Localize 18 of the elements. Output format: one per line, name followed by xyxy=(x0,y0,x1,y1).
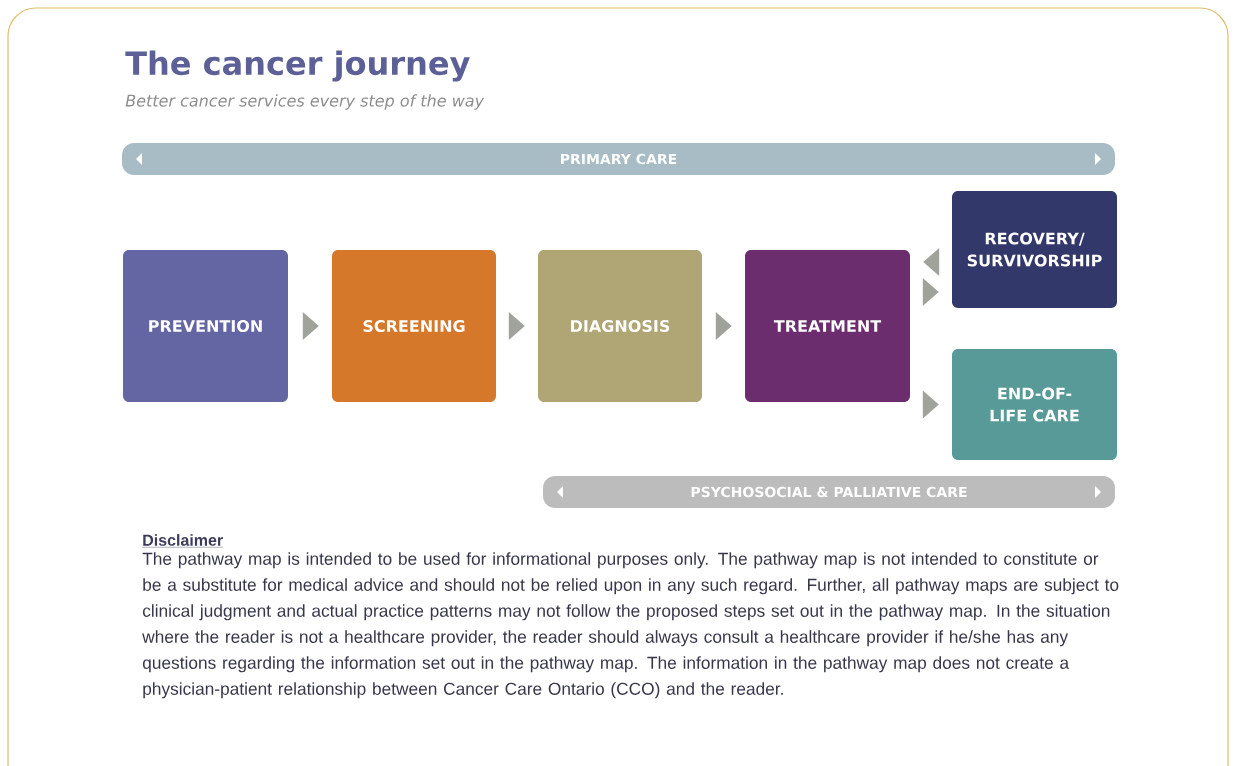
step-box: RECOVERY/ SURVIVORSHIP xyxy=(952,191,1117,308)
chevron-arrow xyxy=(923,248,940,276)
chevron-arrow xyxy=(922,390,939,419)
chevron-arrow xyxy=(922,278,939,306)
care-band: PSYCHOSOCIAL & PALLIATIVE CARE xyxy=(543,476,1115,508)
step-box: END-OF-LIFE CARE xyxy=(952,349,1117,460)
chevron-arrow xyxy=(715,312,732,340)
disclaimer-heading: Disclaimer xyxy=(142,534,224,548)
step-box: PREVENTION xyxy=(123,250,288,402)
subtitle: Better cancer services every step of the way xyxy=(125,94,485,110)
title: The cancer journey xyxy=(125,50,470,82)
step-box: TREATMENT xyxy=(745,250,910,402)
step-box: DIAGNOSIS xyxy=(538,250,702,402)
step-box: SCREENING xyxy=(332,250,496,402)
chevron-arrow xyxy=(301,312,319,340)
care-band: PRIMARY CARE xyxy=(122,143,1115,175)
disclaimer-text: The pathway map is intended to be used for informational purposes only. The pathway map is not intended to constitute or be a substitute for medical advice and should not be relied upon in any such regard. Further, all pathway maps are subject to clinical judgment and actual practice patterns may not follow the proposed steps set out in the pathway map. In the situation where the reader is not a healthcare provider, the reader should always consult a healthcare provider if he/she has any questions regarding the information set out in the pathway map. The information in the pathway map does not create a physician-patient relationship between Cancer Care Ontario (CCO) and the reader. xyxy=(142,552,1119,699)
chevron-arrow xyxy=(508,312,525,340)
